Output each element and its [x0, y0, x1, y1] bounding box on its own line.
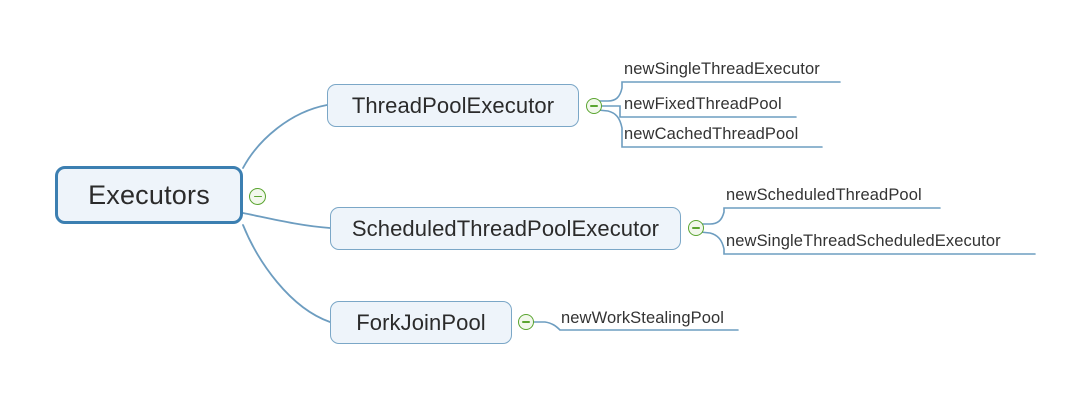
- edge-stpe-to-newscheduledthreadpool: [699, 207, 941, 225]
- minus-bar: [692, 227, 700, 229]
- node-root-executors[interactable]: Executors: [55, 166, 243, 224]
- minus-bar: [590, 105, 598, 107]
- collapse-minus-icon-forkjoinpool[interactable]: [518, 314, 534, 330]
- node-branch-label: ThreadPoolExecutor: [351, 92, 555, 118]
- leaf-newworkstealingpool[interactable]: newWorkStealingPool: [561, 309, 725, 327]
- collapse-minus-icon-root[interactable]: [249, 188, 266, 205]
- node-branch-forkjoinpool[interactable]: ForkJoinPool: [330, 301, 512, 344]
- edge-root-to-scheduledthreadpoolexecutor: [242, 212, 331, 229]
- leaf-newcachedthreadpool[interactable]: newCachedThreadPool: [624, 125, 799, 143]
- node-branch-label: ScheduledThreadPoolExecutor: [351, 215, 660, 241]
- collapse-minus-icon-scheduledthreadpoolexecutor[interactable]: [688, 220, 704, 236]
- leaf-newfixedthreadpool[interactable]: newFixedThreadPool: [624, 95, 782, 113]
- leaf-newscheduledthreadpool[interactable]: newScheduledThreadPool: [726, 186, 922, 204]
- minus-bar: [522, 321, 530, 323]
- node-branch-label: ForkJoinPool: [356, 309, 486, 335]
- edge-root-to-forkjoinpool: [242, 224, 331, 323]
- node-branch-threadpoolexecutor[interactable]: ThreadPoolExecutor: [327, 84, 579, 127]
- node-branch-scheduledthreadpoolexecutor[interactable]: ScheduledThreadPoolExecutor: [330, 207, 681, 250]
- collapse-minus-icon-threadpoolexecutor[interactable]: [586, 98, 602, 114]
- edge-root-to-threadpoolexecutor: [242, 104, 328, 169]
- node-root-label: Executors: [88, 179, 210, 210]
- minus-bar: [253, 195, 262, 198]
- leaf-newsinglethreadscheduledexecutor[interactable]: newSingleThreadScheduledExecutor: [726, 232, 1001, 250]
- leaf-newsinglethreadexecutor[interactable]: newSingleThreadExecutor: [624, 60, 820, 78]
